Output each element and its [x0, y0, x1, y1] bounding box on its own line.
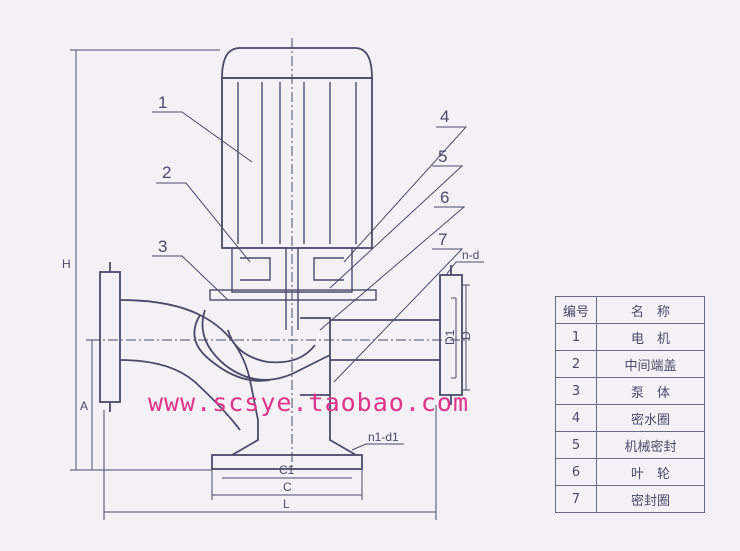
dim-A: A — [80, 399, 88, 413]
watermark-url: www.scsye.taobao.com — [148, 388, 470, 417]
part-name: 电 机 — [596, 323, 705, 351]
intermediate-cover — [209, 248, 377, 330]
header-name: 名 称 — [596, 296, 705, 324]
callout-7: 7 — [438, 230, 447, 249]
part-name: 叶 轮 — [596, 458, 705, 486]
part-number: 2 — [555, 350, 597, 378]
part-number: 5 — [555, 431, 597, 459]
callout-5: 5 — [438, 147, 447, 166]
motor — [221, 47, 373, 249]
dim-D1: D1 — [443, 329, 457, 345]
part-name: 泵 体 — [596, 377, 705, 405]
part-number: 4 — [555, 404, 597, 432]
pump-body — [99, 262, 463, 470]
part-name: 密水圈 — [596, 404, 705, 432]
callout-3: 3 — [158, 237, 167, 256]
part-name: 中间端盖 — [596, 350, 705, 378]
dim-D: D — [459, 331, 473, 340]
callout-4: 4 — [440, 107, 449, 126]
part-name: 密封圈 — [596, 485, 705, 513]
callout-6: 6 — [440, 188, 449, 207]
part-number: 6 — [555, 458, 597, 486]
dim-n1-d1: n1-d1 — [368, 430, 399, 444]
part-number: 1 — [555, 323, 597, 351]
dim-C1: C1 — [279, 463, 295, 477]
part-number: 7 — [555, 485, 597, 513]
part-number: 3 — [555, 377, 597, 405]
header-number: 编号 — [555, 296, 597, 324]
dim-n-d: n-d — [462, 248, 479, 262]
callout-2: 2 — [162, 163, 171, 182]
callout-1: 1 — [158, 93, 167, 112]
dim-H: H — [62, 257, 71, 271]
dim-L: L — [283, 497, 290, 511]
table-header-row: 编号 名 称 — [555, 296, 705, 324]
part-name: 机械密封 — [596, 431, 705, 459]
dim-C: C — [283, 480, 292, 494]
